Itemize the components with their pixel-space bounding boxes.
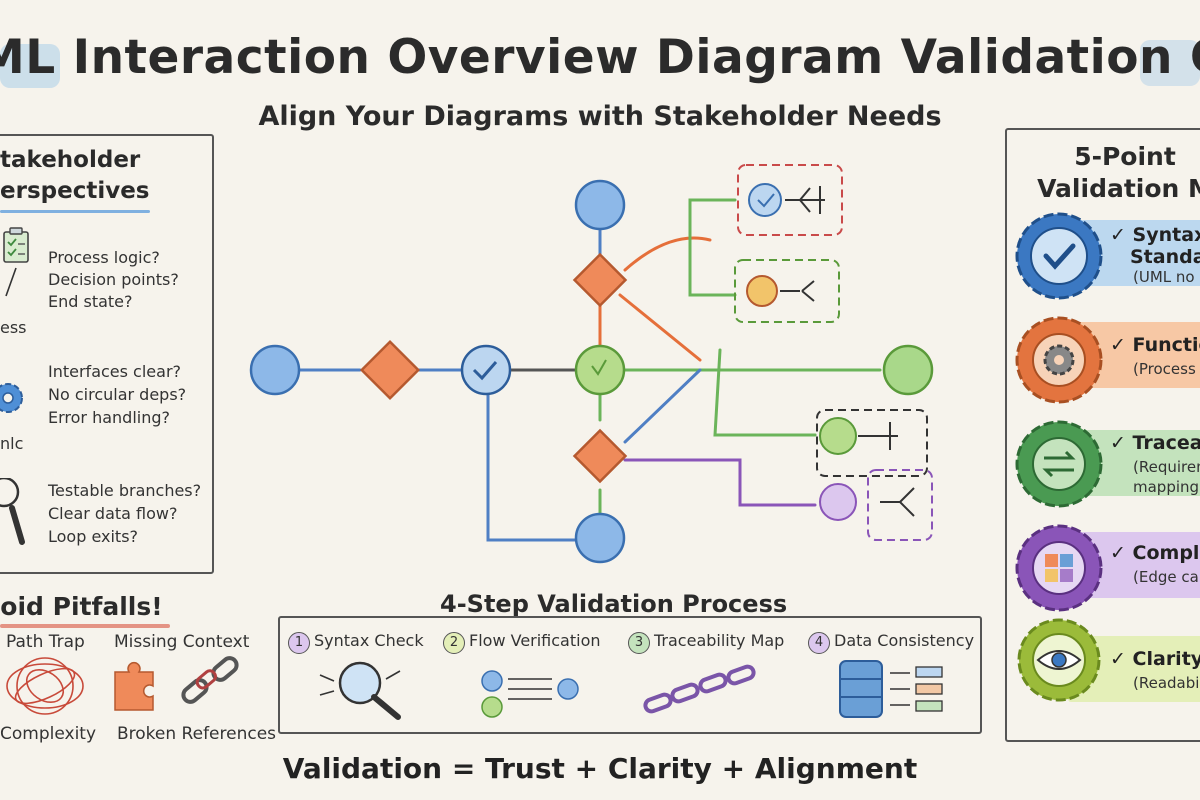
matrix-title-line2: Validation M — [1037, 174, 1200, 203]
question-item: Error handling? — [48, 408, 171, 427]
question-item: No circular deps? — [48, 385, 187, 404]
activity-node — [574, 179, 626, 231]
title-underline — [0, 210, 150, 213]
gear-icon — [0, 383, 23, 413]
title-highlight — [1140, 40, 1200, 86]
interaction-frame — [734, 259, 840, 323]
stakeholder-title-line2: erspectives — [0, 178, 150, 204]
flow-icon — [481, 670, 579, 718]
magnifier-icon — [0, 478, 25, 545]
formula-text: Validation = Trust + Clarity + Alignment — [282, 752, 918, 785]
tangle-icon — [6, 657, 84, 715]
matrix-title-line1: 5-Point — [1074, 142, 1176, 171]
magnifier-icon — [319, 661, 401, 720]
title-highlight — [0, 44, 60, 88]
question-item: Loop exits? — [48, 527, 139, 546]
pitfall-label: Missing Context — [114, 632, 250, 652]
stakeholder-title-line1: takeholder — [0, 147, 141, 173]
matrix-item-name: ✓ Traceab — [1110, 432, 1200, 454]
step-label: Flow Verification — [469, 631, 601, 650]
question-item: Clear data flow? — [48, 504, 178, 523]
process-illustrations — [319, 660, 943, 720]
broken-chain-icon — [181, 656, 239, 704]
matrix-item-desc: mapping) — [1133, 478, 1200, 496]
matrix-item-desc: (Edge ca — [1133, 568, 1199, 586]
gear-icon — [1015, 316, 1103, 404]
decision-node — [572, 252, 628, 308]
pitfalls-illustrations — [6, 656, 239, 715]
final-node — [882, 344, 934, 396]
pitfalls-underline — [0, 624, 170, 628]
pitfall-label: Complexity — [0, 724, 97, 744]
step-number: 4 — [808, 632, 830, 654]
check-icon — [1015, 212, 1103, 300]
question-item: Interfaces clear? — [48, 362, 182, 381]
activity-node — [574, 512, 626, 564]
database-icon — [839, 660, 943, 718]
question-item: Testable branches? — [48, 481, 202, 500]
interaction-frame — [816, 409, 928, 477]
chain-icon — [643, 664, 756, 714]
matrix-item-desc: (Readabi — [1133, 674, 1200, 692]
stakeholder-panel — [0, 134, 214, 574]
puzzle-icon — [114, 662, 154, 711]
merge-node — [572, 428, 628, 484]
role-label: ess — [0, 318, 27, 337]
process-box — [278, 616, 982, 734]
interaction-flow-diagram — [249, 164, 934, 564]
arrows-icon — [1015, 420, 1103, 508]
step-label: Syntax Check — [314, 631, 424, 650]
check-node — [460, 344, 512, 396]
matrix-item-name: ✓ Clarity — [1110, 648, 1200, 670]
decision-node — [359, 339, 421, 401]
page-subtitle: Align Your Diagrams with Stakeholder Nee… — [258, 101, 942, 132]
matrix-item-name: ✓ Comple — [1110, 542, 1200, 564]
step-label: Traceability Map — [654, 631, 785, 650]
process-title: 4-Step Validation Process — [440, 590, 788, 618]
question-item: Decision points? — [48, 270, 179, 289]
clipboard-icon — [3, 227, 29, 297]
interaction-frame — [737, 164, 843, 236]
matrix-badges — [1015, 212, 1103, 702]
initial-node — [249, 344, 301, 396]
page-title: ML Interaction Overview Diagram Validati… — [0, 30, 1200, 85]
step-label: Data Consistency — [834, 631, 975, 650]
step-number: 2 — [443, 632, 465, 654]
eye-icon — [1017, 618, 1101, 702]
question-item: Process logic? — [48, 248, 160, 267]
pitfalls-title: void Pitfalls! — [0, 592, 163, 621]
question-item: End state? — [48, 292, 133, 311]
interaction-frame — [867, 469, 933, 541]
pitfall-label: Path Trap — [6, 632, 85, 652]
matrix-item-desc: (Process — [1133, 360, 1196, 378]
step-number: 3 — [628, 632, 650, 654]
matrix-item-name: ✓ Syntax — [1110, 224, 1200, 246]
step-number: 1 — [288, 632, 310, 654]
matrix-item-name: ✓ Functio — [1110, 334, 1200, 356]
role-label: nlc — [0, 434, 24, 453]
matrix-item-name: Standar — [1130, 246, 1200, 268]
validation-matrix-panel — [1005, 128, 1200, 742]
pitfall-label: Broken References — [117, 724, 277, 744]
puzzle-icon — [1015, 524, 1103, 612]
matrix-item-desc: (UML no — [1133, 268, 1195, 286]
